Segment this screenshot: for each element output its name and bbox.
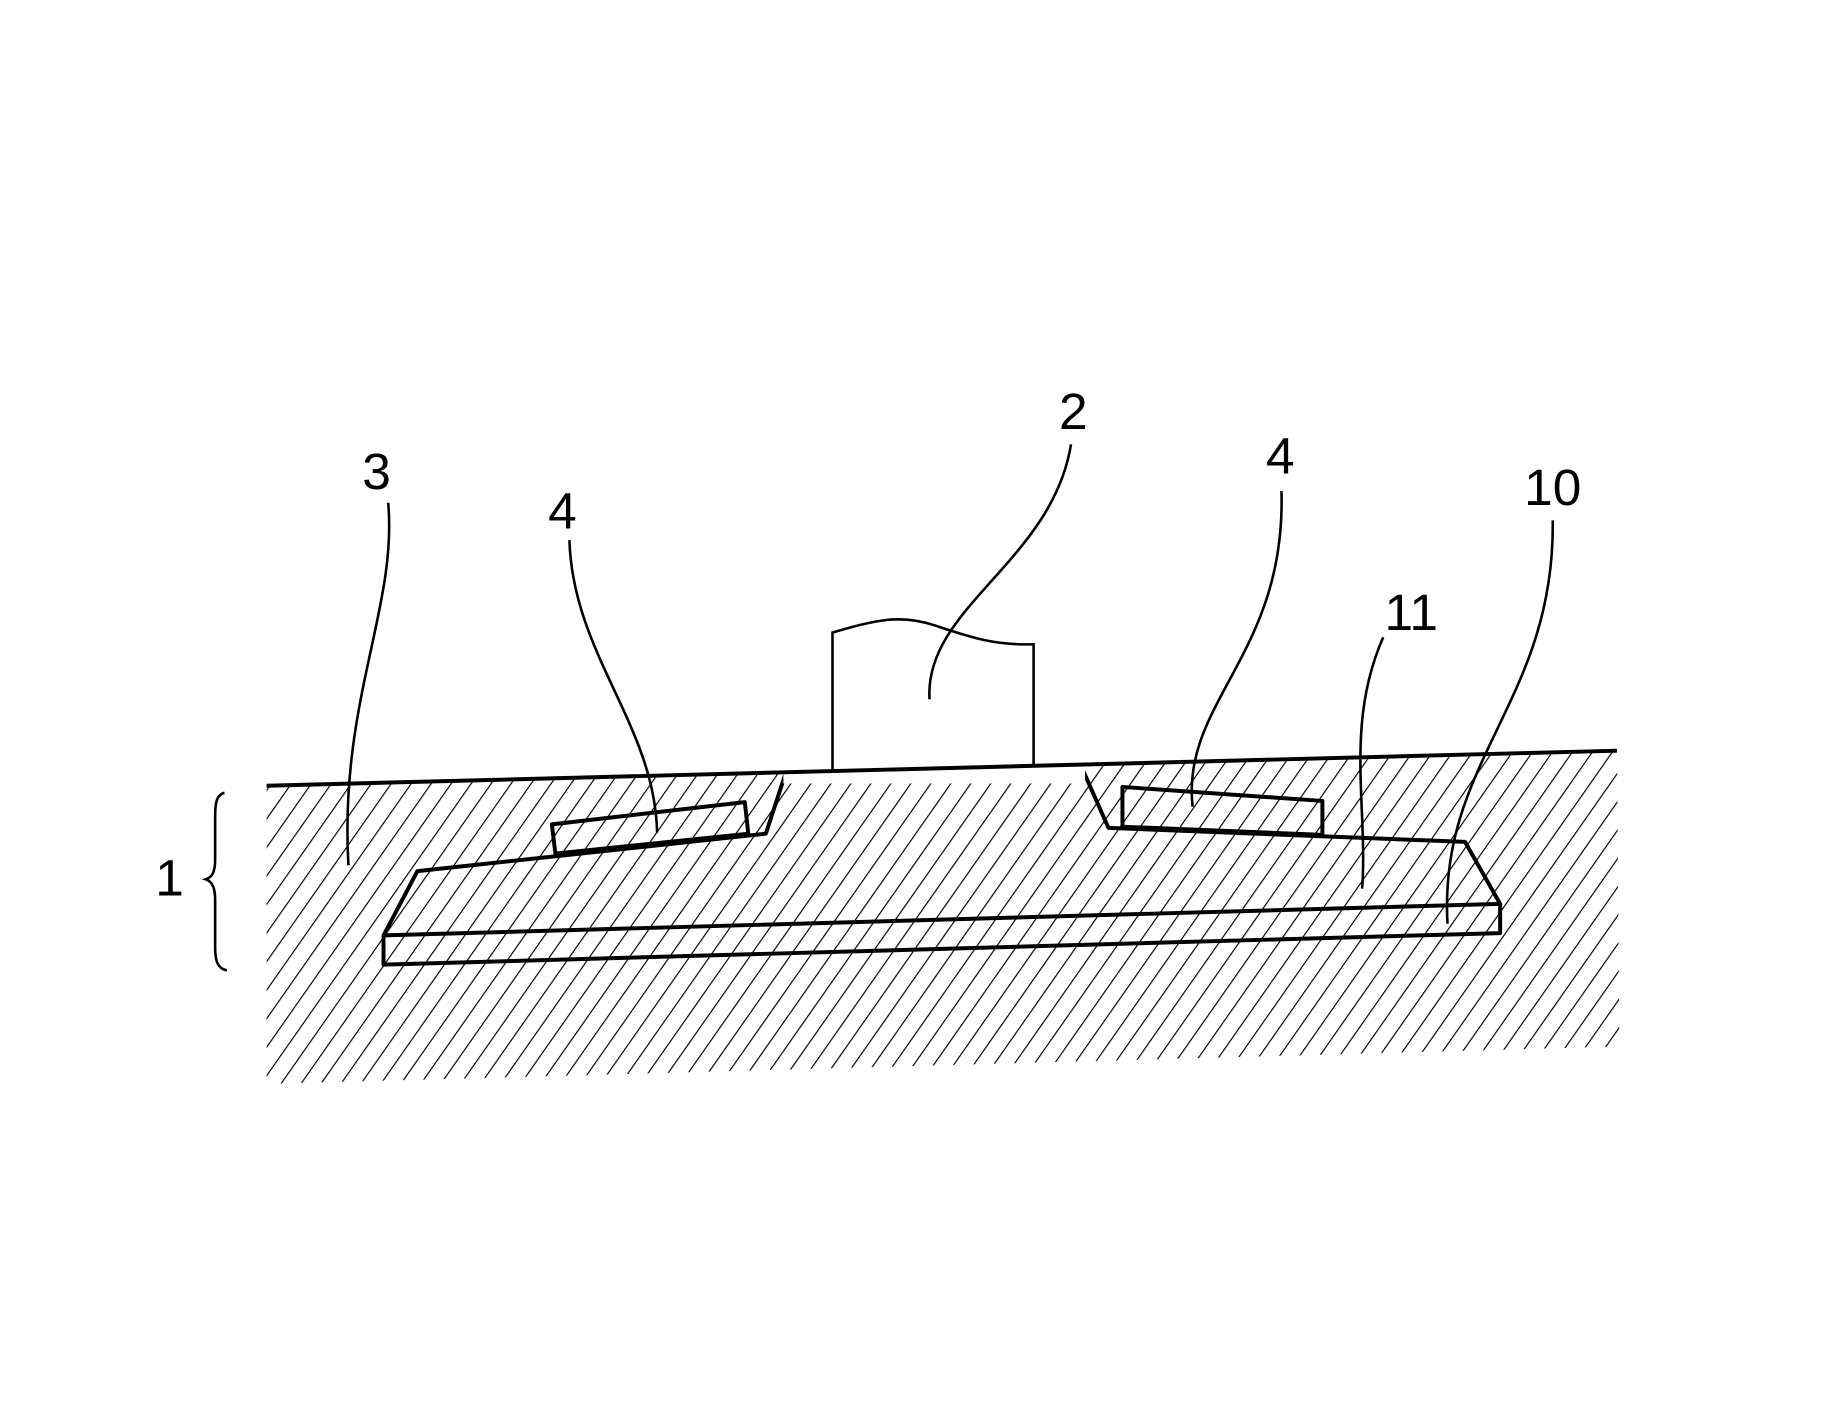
- leader-4-left: [568, 540, 659, 833]
- block-left-4: [549, 800, 751, 856]
- leader-2: [928, 444, 1073, 700]
- label-11: 11: [1385, 583, 1438, 641]
- leader-4-right: [1190, 491, 1283, 807]
- label-2: 2: [1059, 382, 1088, 440]
- surface-line: [266, 748, 1618, 788]
- substrate-hatching: [266, 750, 1620, 1084]
- leader-11: [1359, 636, 1385, 889]
- label-10: 10: [1524, 458, 1581, 516]
- label-4-left: 4: [548, 482, 577, 540]
- plate-layer-10: [383, 901, 1501, 938]
- label-1: 1: [155, 849, 184, 907]
- leader-10: [1445, 520, 1555, 924]
- post-2: [831, 617, 1035, 770]
- leader-3: [346, 502, 391, 866]
- label-3: 3: [362, 442, 391, 500]
- brace-1: [201, 791, 228, 972]
- block-right-4: [1120, 784, 1325, 837]
- label-4-right: 4: [1266, 427, 1295, 485]
